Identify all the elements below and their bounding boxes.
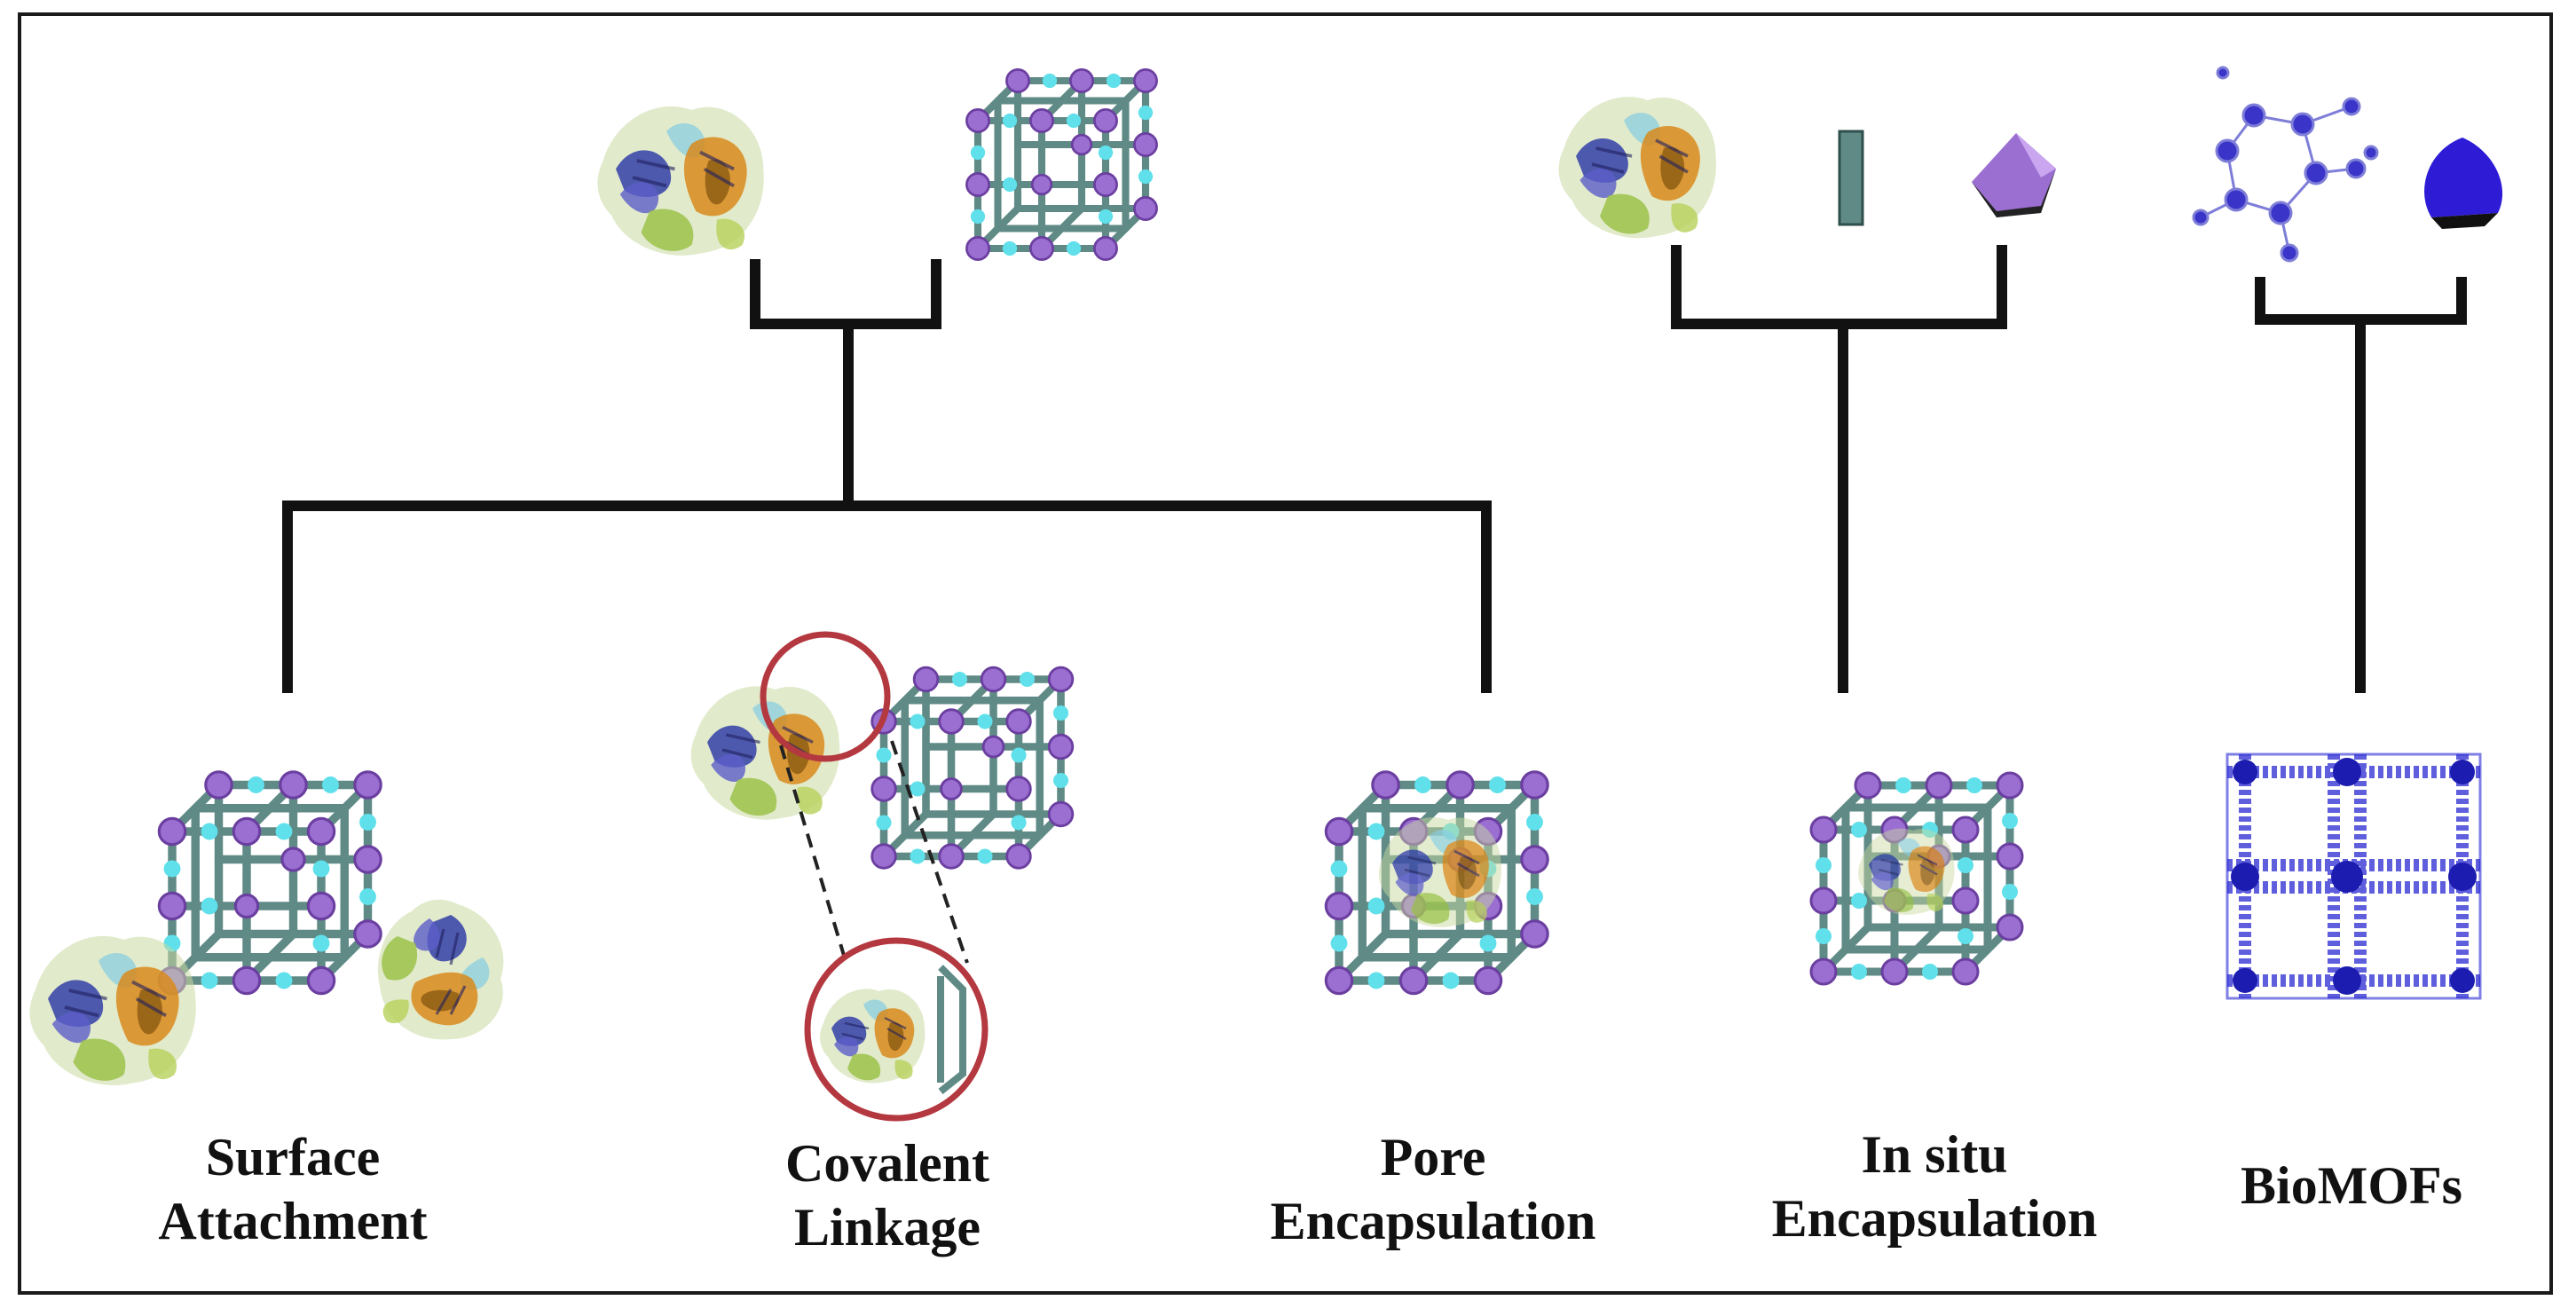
linker-rod-icon bbox=[1838, 130, 1864, 226]
covalent-linkage-figure bbox=[689, 631, 1073, 1122]
surface-attachment-figure bbox=[28, 772, 506, 1087]
diagram-frame bbox=[18, 12, 2553, 1295]
biomolecule-icon bbox=[2192, 66, 2379, 263]
label-biomofs: BioMOFs bbox=[2241, 1156, 2462, 1215]
connector-lines bbox=[282, 245, 2467, 693]
biomof-lattice-icon bbox=[2225, 753, 2482, 1000]
metal-cluster-icon bbox=[2424, 138, 2503, 229]
in-situ-encapsulation-figure bbox=[1811, 773, 2022, 984]
enzyme-icon bbox=[1556, 95, 1718, 240]
pore-encapsulation-figure bbox=[1326, 772, 1548, 994]
metal-cluster-icon bbox=[1972, 133, 2056, 217]
mof-cube-icon bbox=[966, 69, 1156, 259]
enzyme-icon bbox=[595, 104, 766, 257]
linkage-highlight-circle bbox=[760, 631, 891, 762]
